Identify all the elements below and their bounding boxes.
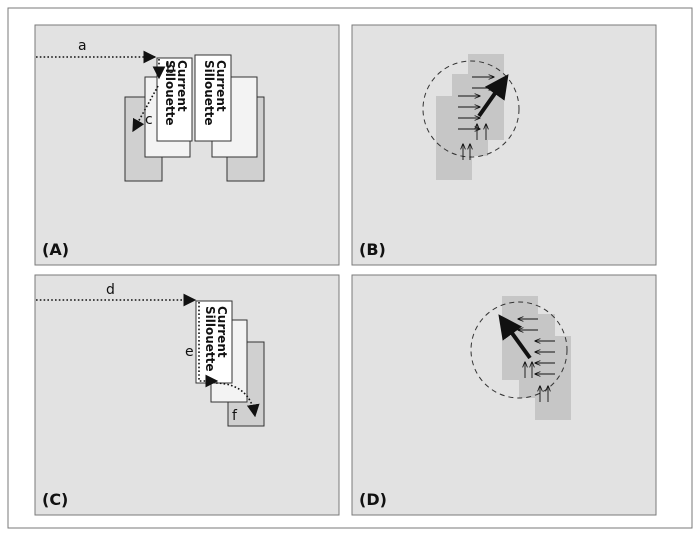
path-b-label: b [166,61,175,77]
path-f-label: f [232,408,238,424]
panel-a-current-frame-right [194,54,232,142]
panel-a-silhouette-right-line2: Sillouette [202,60,216,126]
panel-d: (D) [351,274,657,516]
path-d-label: d [106,282,115,298]
motion-block-3 [436,96,472,180]
panel-b-label: (B) [359,240,386,259]
dominant-motion-arrow [477,74,509,118]
path-c-arrow [132,85,159,133]
panel-c-background [34,274,340,516]
path-e-label: e [185,344,194,360]
neighborhood-circle [422,60,520,158]
dominant-motion-arrow [498,314,532,360]
panel-c-label: (C) [42,490,68,509]
panel-c-silhouette-line1: Current [215,306,229,358]
panel-d-label: (D) [359,490,387,509]
path-c-label: c [145,112,153,128]
panel-a-silhouette-left-line2: Sillouette [163,60,177,126]
neighborhood-circle [470,301,568,399]
path-f-arrow [215,382,260,418]
panel-a-silhouette-right-line1: Current [214,60,228,112]
panel-b: (B) [351,24,657,266]
panel-c-current-frame [195,300,233,384]
panel-c: Current Sillouette d e f (C) [34,274,340,516]
panel-a-label: (A) [42,240,69,259]
motion-vectors-up [525,362,548,402]
panel-c-silhouette-line2: Sillouette [203,306,217,372]
motion-vectors-up [463,124,486,160]
panel-a: Current Sillouette Current Sillouette a … [34,24,340,266]
panel-a-silhouette-left-line1: Current [175,60,189,112]
motion-block-3 [535,336,571,420]
path-a-label: a [78,38,87,54]
